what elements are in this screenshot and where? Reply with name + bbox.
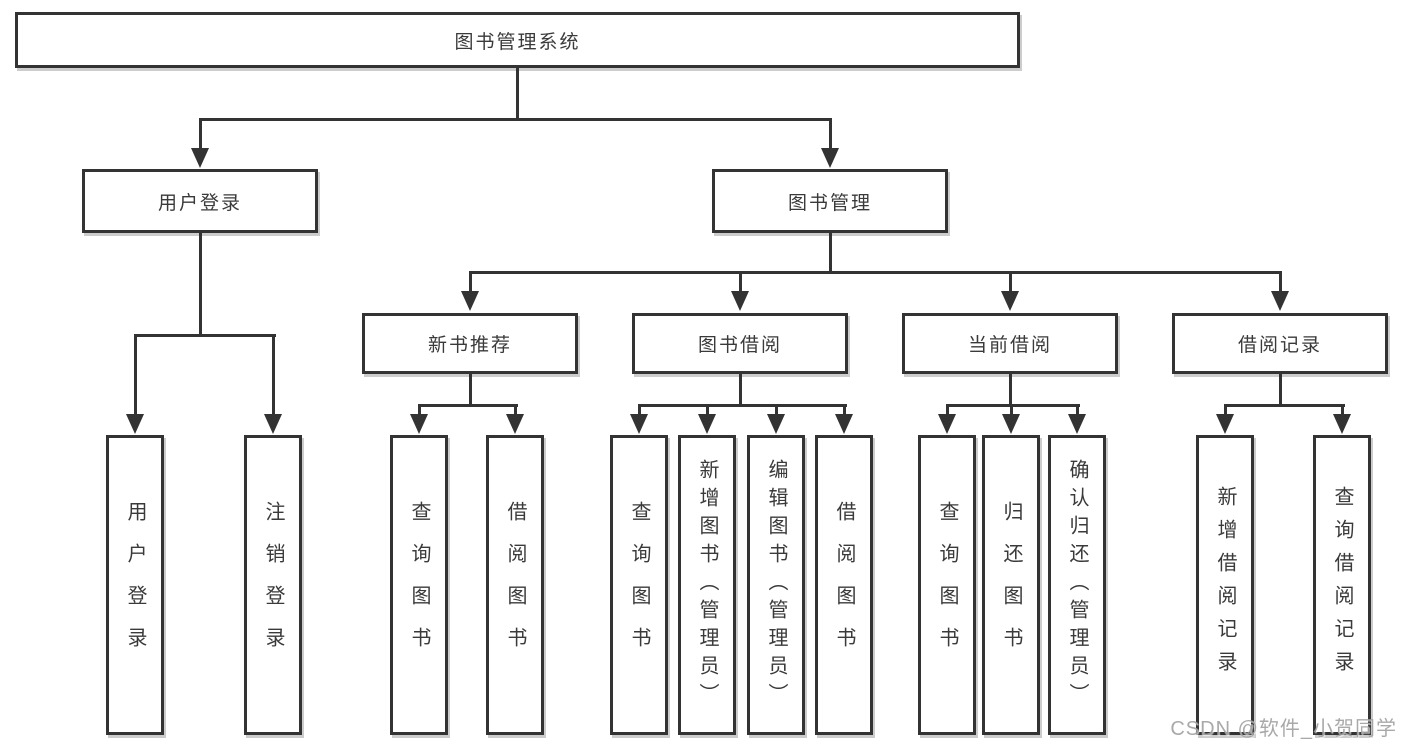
csdn-watermark: CSDN @软件_小贺同学: [1170, 718, 1397, 740]
arrow-down-icon: [410, 414, 428, 434]
connector-line: [1279, 271, 1282, 293]
leaf-add-books-admin: 新增图书（管理员）: [678, 435, 736, 735]
connector-line: [418, 404, 518, 407]
node-label: 图书管理系统: [454, 31, 581, 53]
leaf-borrow-books-1: 借阅图书: [486, 435, 544, 735]
connector-line: [1224, 404, 1345, 407]
arrow-down-icon: [731, 291, 749, 311]
connector-line: [199, 118, 202, 150]
connector-line: [638, 404, 847, 407]
connector-line: [1224, 404, 1227, 416]
node-current-borrow: 当前借阅: [902, 313, 1118, 374]
leaf-query-books-1: 查询图书: [390, 435, 448, 735]
connector-line: [1009, 271, 1012, 293]
leaf-label: 确认归还（管理员）: [1066, 459, 1088, 711]
leaf-query-borrow-record: 查询借阅记录: [1313, 435, 1371, 735]
connector-line: [199, 231, 202, 336]
connector-line: [1010, 404, 1013, 416]
connector-line: [946, 404, 1080, 407]
connector-line: [469, 271, 472, 293]
connector-line: [469, 271, 1282, 274]
node-book-management: 图书管理: [712, 169, 948, 233]
connector-line: [1076, 404, 1079, 416]
connector-line: [829, 118, 832, 150]
connector-line: [418, 404, 421, 416]
connector-line: [1341, 404, 1344, 416]
connector-line: [134, 334, 137, 415]
arrow-down-icon: [126, 414, 144, 434]
node-label: 图书管理: [787, 192, 872, 214]
connector-line: [739, 372, 742, 406]
node-label: 用户登录: [157, 192, 242, 214]
leaf-label: 借阅图书: [833, 501, 855, 669]
leaf-label: 编辑图书（管理员）: [765, 459, 787, 711]
connector-line: [843, 404, 846, 416]
connector-line: [1009, 372, 1012, 406]
arrow-down-icon: [698, 414, 716, 434]
leaf-borrow-books-2: 借阅图书: [815, 435, 873, 735]
leaf-label: 归还图书: [1000, 501, 1022, 669]
connector-line: [199, 118, 832, 121]
connector-line: [272, 334, 275, 415]
arrow-down-icon: [506, 414, 524, 434]
connector-line: [706, 404, 709, 416]
node-user-login: 用户登录: [82, 169, 318, 233]
arrow-down-icon: [191, 148, 209, 168]
node-label: 当前借阅: [967, 335, 1052, 356]
leaf-query-books-3: 查询图书: [918, 435, 976, 735]
node-library-management-system: 图书管理系统: [15, 12, 1020, 68]
arrow-down-icon: [264, 414, 282, 434]
arrow-down-icon: [1271, 291, 1289, 311]
node-new-book-recommend: 新书推荐: [362, 313, 578, 374]
leaf-label: 新增图书（管理员）: [696, 459, 718, 711]
arrow-down-icon: [767, 414, 785, 434]
arrow-down-icon: [461, 291, 479, 311]
connector-line: [469, 372, 472, 406]
leaf-logout: 注销登录: [244, 435, 302, 735]
arrow-down-icon: [1333, 414, 1351, 434]
connector-line: [1279, 372, 1282, 406]
leaf-label: 查询借阅记录: [1331, 486, 1353, 684]
arrow-down-icon: [938, 414, 956, 434]
leaf-return-books: 归还图书: [982, 435, 1040, 735]
node-book-borrow: 图书借阅: [632, 313, 848, 374]
connector-line: [638, 404, 641, 416]
leaf-label: 新增借阅记录: [1214, 486, 1236, 684]
leaf-user-login: 用户登录: [106, 435, 164, 735]
connector-line: [134, 334, 276, 337]
node-label: 新书推荐: [427, 335, 512, 356]
arrow-down-icon: [1068, 414, 1086, 434]
leaf-query-books-2: 查询图书: [610, 435, 668, 735]
leaf-label: 查询图书: [628, 501, 650, 669]
leaf-confirm-return-admin: 确认归还（管理员）: [1048, 435, 1106, 735]
connector-line: [516, 66, 519, 118]
leaf-label: 查询图书: [936, 501, 958, 669]
arrow-down-icon: [1216, 414, 1234, 434]
leaf-edit-books-admin: 编辑图书（管理员）: [747, 435, 805, 735]
node-borrow-records: 借阅记录: [1172, 313, 1388, 374]
node-label: 借阅记录: [1237, 335, 1322, 356]
arrow-down-icon: [1002, 414, 1020, 434]
connector-line: [514, 404, 517, 416]
connector-line: [775, 404, 778, 416]
leaf-label: 借阅图书: [504, 501, 526, 669]
leaf-label: 查询图书: [408, 501, 430, 669]
arrow-down-icon: [630, 414, 648, 434]
connector-line: [829, 231, 832, 273]
connector-line: [739, 271, 742, 293]
node-label: 图书借阅: [697, 335, 782, 356]
leaf-add-borrow-record: 新增借阅记录: [1196, 435, 1254, 735]
leaf-label: 注销登录: [262, 501, 284, 669]
connector-line: [946, 404, 949, 416]
arrow-down-icon: [835, 414, 853, 434]
arrow-down-icon: [1001, 291, 1019, 311]
leaf-label: 用户登录: [124, 501, 146, 669]
arrow-down-icon: [821, 148, 839, 168]
